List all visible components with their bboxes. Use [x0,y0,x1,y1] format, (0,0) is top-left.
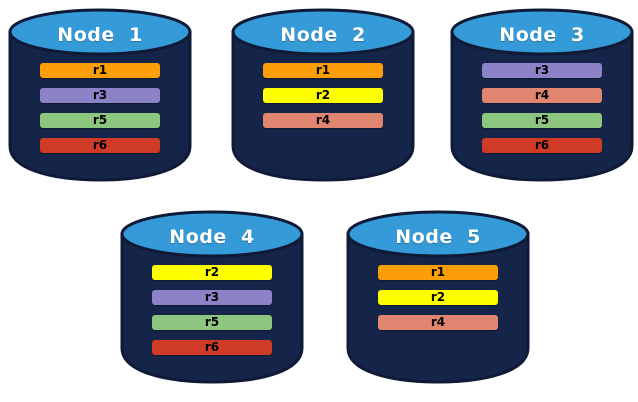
replica-bar-r6[interactable]: r6 [40,138,160,153]
replica-bar-r1[interactable]: r1 [40,63,160,78]
replica-label: r2 [430,290,446,304]
cylinder-top-ellipse [450,8,634,56]
replica-list: r2 r3 r5 r6 [152,265,272,355]
replica-bar-r3[interactable]: r3 [40,88,160,103]
replica-label: r4 [315,113,331,127]
replica-list: r1 r3 r5 r6 [40,63,160,153]
replica-bar-r6[interactable]: r6 [482,138,602,153]
replica-label: r5 [92,113,108,127]
replica-label: r2 [204,265,220,279]
replica-bar-r1[interactable]: r1 [378,265,498,280]
replica-bar-r3[interactable]: r3 [482,63,602,78]
replica-label: r3 [534,63,550,77]
replica-label: r6 [204,340,220,354]
replica-label: r5 [204,315,220,329]
replica-bar-r4[interactable]: r4 [378,315,498,330]
cylinder-top-ellipse [8,8,192,56]
replica-label: r6 [92,138,108,152]
replica-bar-r5[interactable]: r5 [40,113,160,128]
replica-label: r3 [204,290,220,304]
replica-bar-r5[interactable]: r5 [482,113,602,128]
replica-label: r4 [534,88,550,102]
replica-list: r1 r2 r4 [378,265,498,330]
replica-bar-r2[interactable]: r2 [378,290,498,305]
replica-label: r1 [92,63,108,77]
replica-bar-r2[interactable]: r2 [152,265,272,280]
cylinder-top-ellipse [346,210,530,258]
replica-list: r1 r2 r4 [263,63,383,128]
cylinder-top-ellipse [231,8,415,56]
replica-bar-r1[interactable]: r1 [263,63,383,78]
replica-label: r1 [430,265,446,279]
replica-label: r2 [315,88,331,102]
replica-bar-r2[interactable]: r2 [263,88,383,103]
cylinder-top-ellipse [120,210,304,258]
replica-bar-r4[interactable]: r4 [482,88,602,103]
replica-label: r3 [92,88,108,102]
replica-label: r1 [315,63,331,77]
replica-bar-r3[interactable]: r3 [152,290,272,305]
replica-bar-r4[interactable]: r4 [263,113,383,128]
replica-label: r5 [534,113,550,127]
replica-list: r3 r4 r5 r6 [482,63,602,153]
replica-label: r6 [534,138,550,152]
replica-label: r4 [430,315,446,329]
replica-bar-r5[interactable]: r5 [152,315,272,330]
replica-bar-r6[interactable]: r6 [152,340,272,355]
